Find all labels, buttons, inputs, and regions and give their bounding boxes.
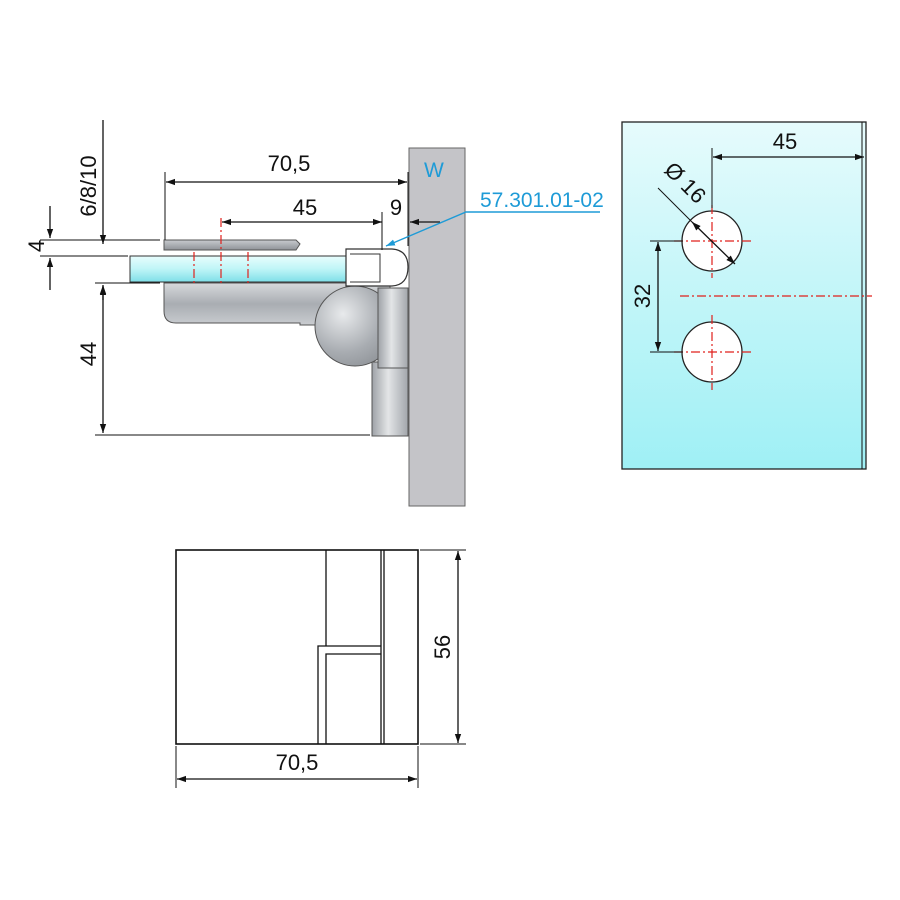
dim-plate-thickness: 4 [24, 240, 49, 252]
hinge-post [371, 361, 409, 437]
dim-top-width: 70,5 [276, 750, 319, 775]
dim-diameter-leader [657, 187, 693, 223]
dim-total-width: 70,5 [268, 151, 311, 176]
dim-hole-offset: 45 [293, 195, 317, 220]
top-view: 56 70,5 [175, 549, 466, 788]
hinge-block [377, 287, 409, 369]
part-number-label: 57.301.01-02 [480, 189, 604, 212]
dim-glass-thickness: 6/8/10 [76, 155, 101, 216]
wall-label: W [424, 159, 444, 182]
top-view-step-outer [317, 645, 381, 744]
part-number-leader [385, 211, 600, 247]
dim-wall-gap: 9 [390, 195, 402, 220]
wall [408, 147, 466, 507]
dim-top-height: 56 [430, 635, 455, 659]
dim-height: 44 [76, 342, 101, 366]
hinge-top-plate [163, 239, 301, 251]
dim-hole-spacing: 32 [630, 284, 655, 308]
seal-inner [350, 253, 381, 283]
glass-front-view: 45 Ø 16 32 [621, 121, 872, 470]
top-view-step-inner [325, 653, 381, 744]
dim-edge-offset: 45 [773, 129, 797, 154]
top-view-body [175, 549, 419, 745]
side-view: W 70,5 45 9 57.301.01-02 [24, 120, 604, 507]
dim-line-diameter [691, 221, 736, 265]
seal-gasket [345, 248, 409, 287]
